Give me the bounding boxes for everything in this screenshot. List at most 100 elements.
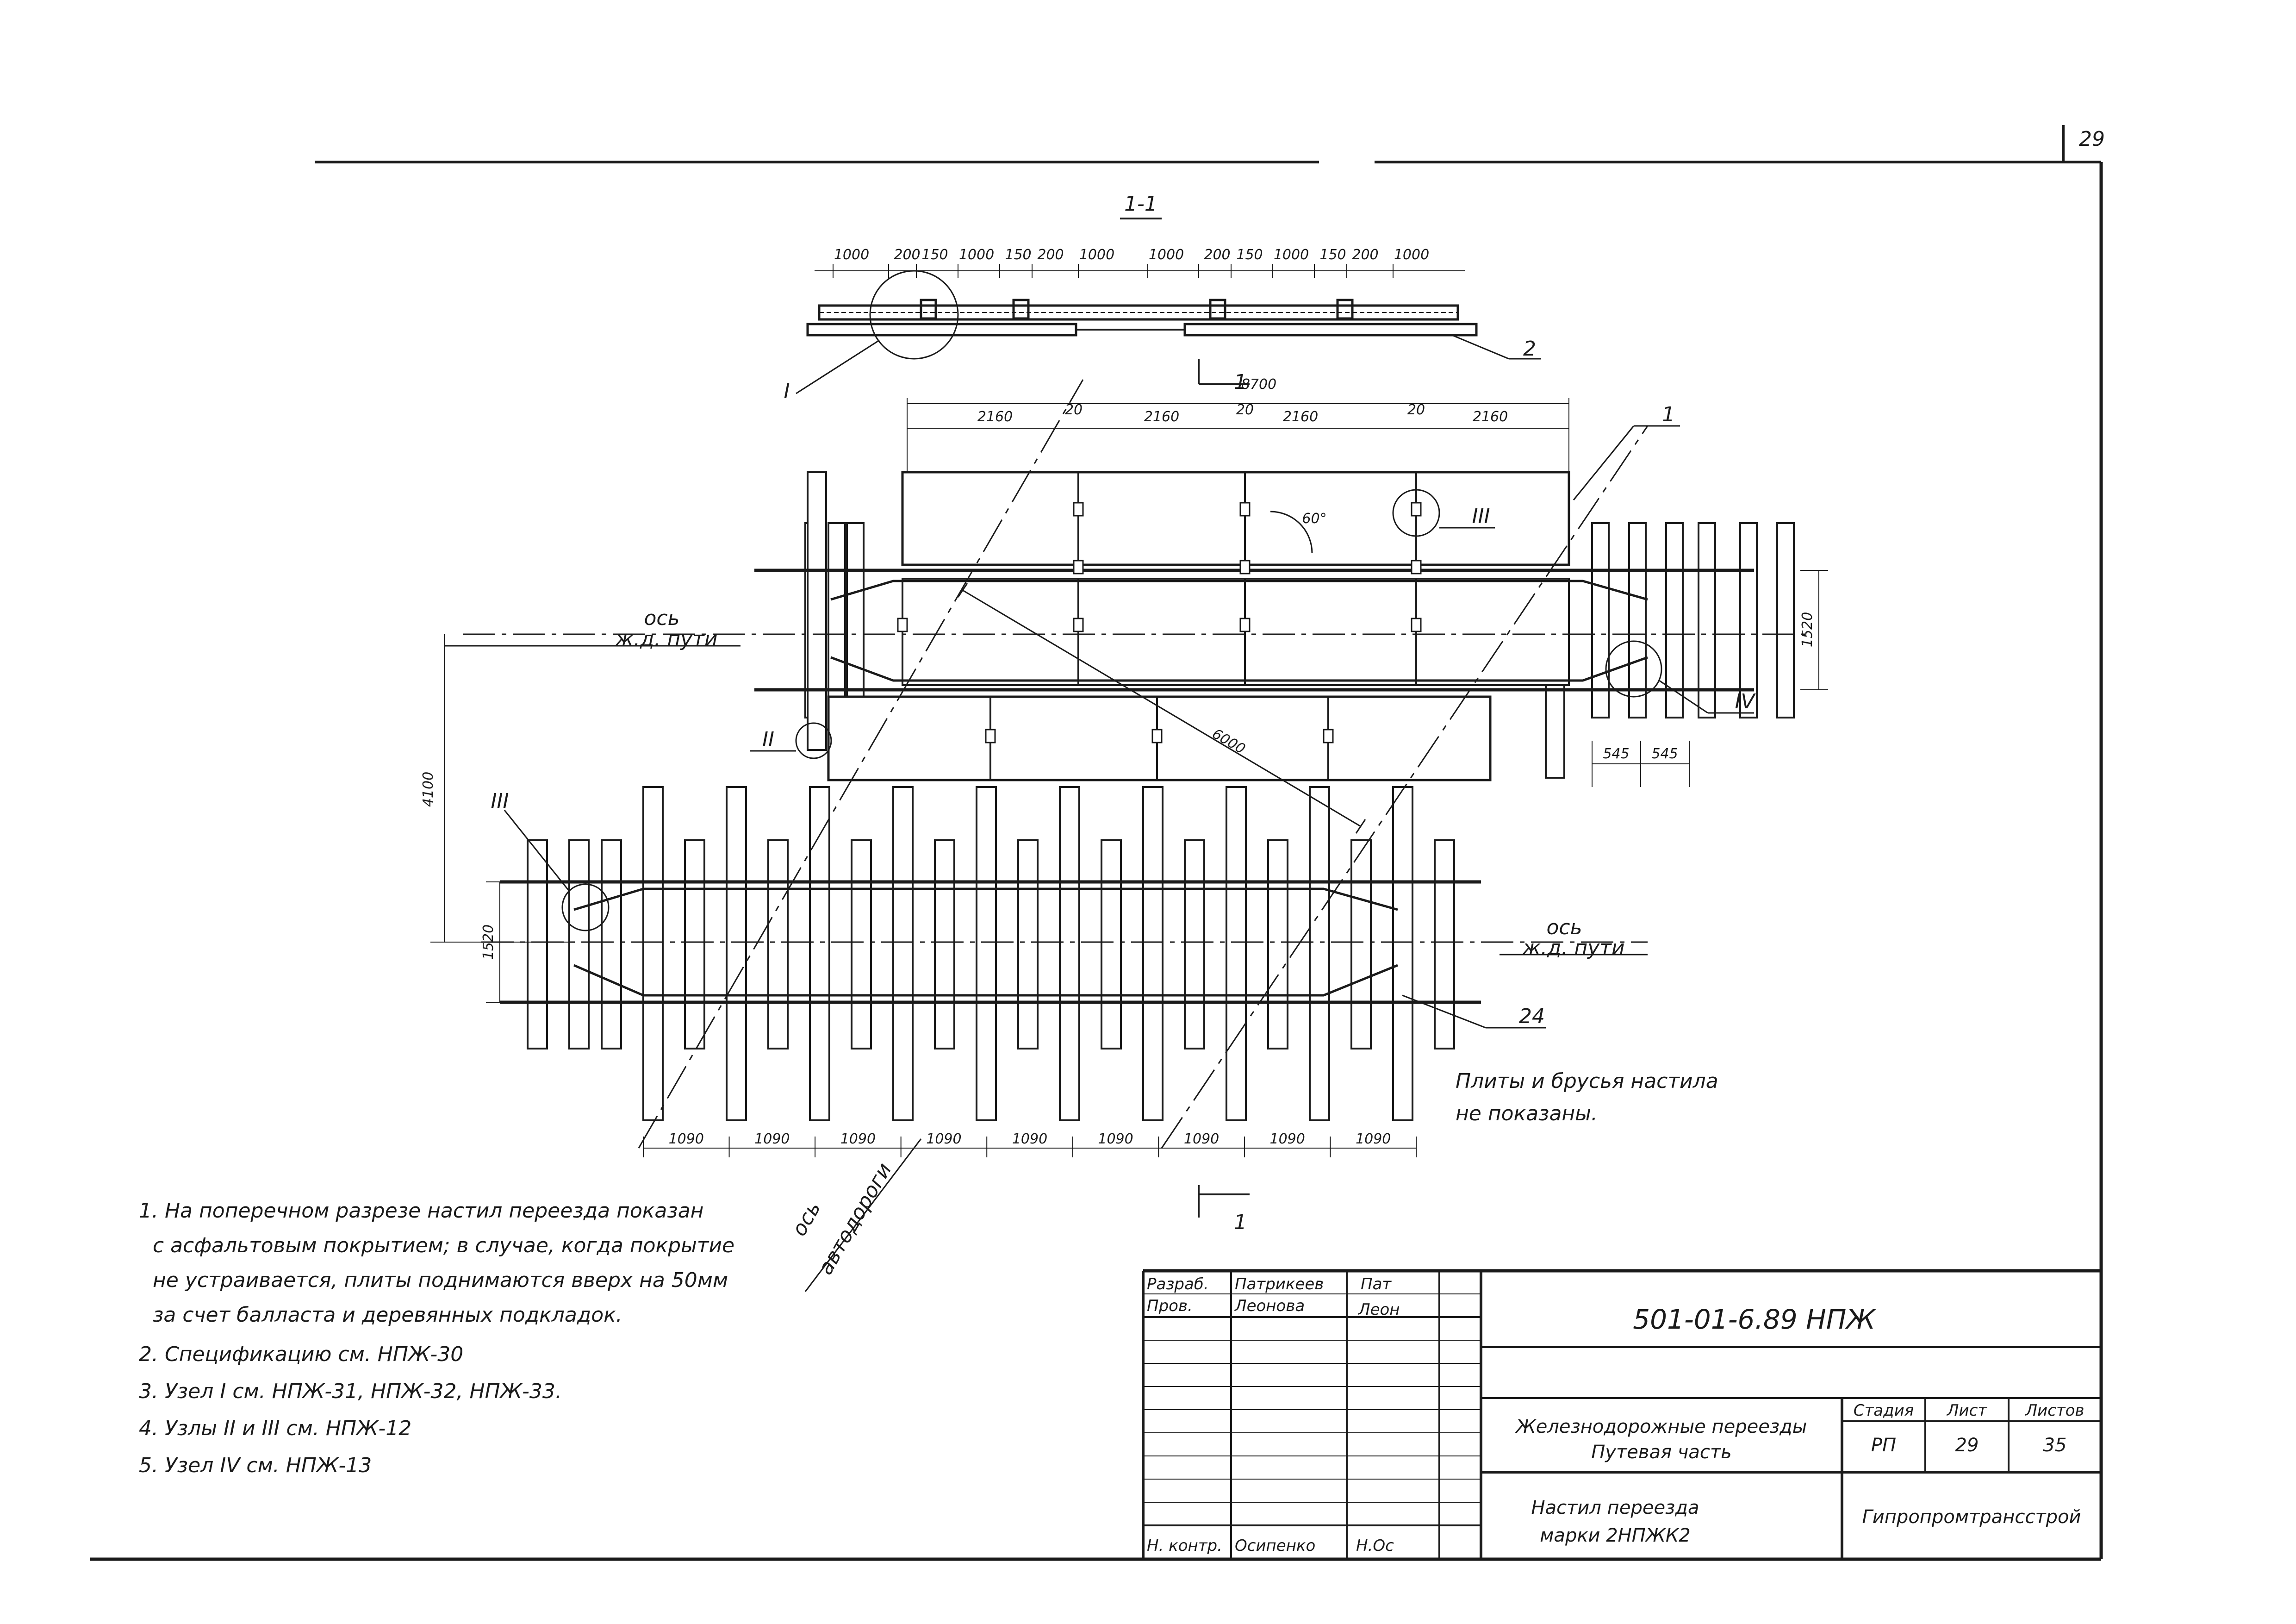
dim-axis-offset: 4100 [420,772,436,807]
connector [985,729,996,743]
sleeper [1739,522,1758,718]
sleeper [851,839,872,1049]
note-1-line-3: не устраивается, плиты поднимаются вверх… [153,1268,728,1292]
rail-axis-bottom-label-2: ж.д. пути [1522,936,1624,960]
lower-sleepers [527,786,1455,1121]
connector [1239,502,1251,517]
sleeper [807,471,827,751]
bottom-dim: 1090 [669,1131,704,1147]
plate-connectors [897,502,1422,743]
panel-dim: 20 [1407,402,1425,418]
sleeper [1017,839,1039,1049]
road-axis-label-2: автодороги [814,1159,896,1279]
connector [1411,618,1422,632]
sleeper [1267,839,1288,1049]
connector [1323,729,1334,743]
rail-axis-top-label-1: ось [644,606,679,630]
section-dim: 1000 [1149,247,1184,263]
sleeper [601,839,622,1049]
project-line-2: Путевая часть [1591,1442,1732,1463]
panel-dim: 2160 [1473,409,1508,425]
bottom-dim: 1090 [1184,1131,1219,1147]
section-dim: 1000 [1394,247,1429,263]
callout-pos-1: 1 [1662,403,1675,426]
connector [1239,618,1251,632]
sleeper [1101,839,1122,1049]
sleeper [934,839,955,1049]
panel-dim: 20 [1236,402,1254,418]
connector [1073,560,1084,575]
note-4: 4. Узлы II и III см. НПЖ-12 [139,1417,411,1440]
callout-node-II: II [762,728,774,751]
bottom-dim: 1090 [754,1131,790,1147]
node-IV-circle [1605,640,1662,698]
sleeper [1545,684,1565,779]
sleeper [1591,522,1610,718]
sleeper [1350,839,1372,1049]
note-5: 5. Узел IV см. НПЖ-13 [139,1454,372,1477]
sleeper [1059,786,1080,1121]
section-dim: 200 [1037,247,1064,263]
dim-total-width: 8700 [1241,376,1276,393]
section-label: 1-1 [1124,192,1157,216]
bottom-dim: 1090 [840,1131,876,1147]
connector [1151,729,1163,743]
panel-dim: 2160 [1144,409,1179,425]
callout-node-I: I [784,380,790,403]
sheets-label: Листов [2024,1401,2084,1420]
sleeper [809,786,830,1121]
doc-code: 501-01-6.89 НПЖ [1633,1304,1876,1335]
sleeper [1434,839,1455,1049]
bottom-dim: 1090 [926,1131,961,1147]
project-line-1: Железнодорожные переезды [1515,1416,1807,1437]
dim-end-1: 545 [1603,746,1629,762]
sheets-value: 35 [2043,1435,2067,1456]
sleeper [828,522,846,718]
sleeper [892,786,914,1121]
connector [1073,502,1084,517]
node-III-left-circle [561,883,610,931]
section-dim: 1000 [1274,247,1309,263]
sheet-title-line-1: Настил переезда [1531,1497,1699,1518]
connector [1073,618,1084,632]
connector [1411,560,1422,575]
section-dim: 1000 [1079,247,1114,263]
callout-node-III-left: III [491,789,509,813]
rail-axis-bottom-label-1: ось [1546,916,1582,939]
section-mark-bottom: 1 [1234,1211,1247,1234]
stage-value: РП [1871,1435,1896,1456]
section-mark-top: 1 [1234,370,1247,394]
sleeper [642,786,664,1121]
section-dim: 200 [894,247,920,263]
node-III-top-circle [1392,489,1440,537]
organization: Гипропромтрансстрой [1862,1506,2081,1528]
sleeper [1142,786,1164,1121]
tb-name-2: Леонова [1234,1297,1305,1315]
callout-node-IV: IV [1735,690,1756,713]
sleeper [1309,786,1330,1121]
plan-note-line-1: Плиты и брусья настила [1456,1069,1718,1093]
tb-name-1: Патрикеев [1235,1275,1324,1293]
note-1-line-4: за счет балласта и деревянных подкладок. [153,1303,622,1327]
tb-sig-3: Н.Ос [1356,1537,1394,1555]
note-1-line-2: с асфальтовым покрытием; в случае, когда… [153,1234,734,1257]
section-dim: 200 [1352,247,1378,263]
general-notes: 1. На поперечном разрезе настил переезда… [139,1199,734,1477]
dim-end-2: 545 [1651,746,1678,762]
note-1-line-1: 1. На поперечном разрезе настил переезда… [139,1199,703,1223]
sleeper [568,839,590,1049]
panel-dim: 2160 [1283,409,1318,425]
connector [1411,502,1422,517]
bottom-dim: 1090 [1098,1131,1133,1147]
bottom-dim: 1090 [1356,1131,1391,1147]
tb-sig-2: Леон [1357,1300,1400,1319]
rail-axis-top-label-2: ж.д. пути [615,627,717,651]
section-dim: 1000 [834,247,869,263]
sleeper [976,786,997,1121]
section-dim: 1000 [959,247,994,263]
